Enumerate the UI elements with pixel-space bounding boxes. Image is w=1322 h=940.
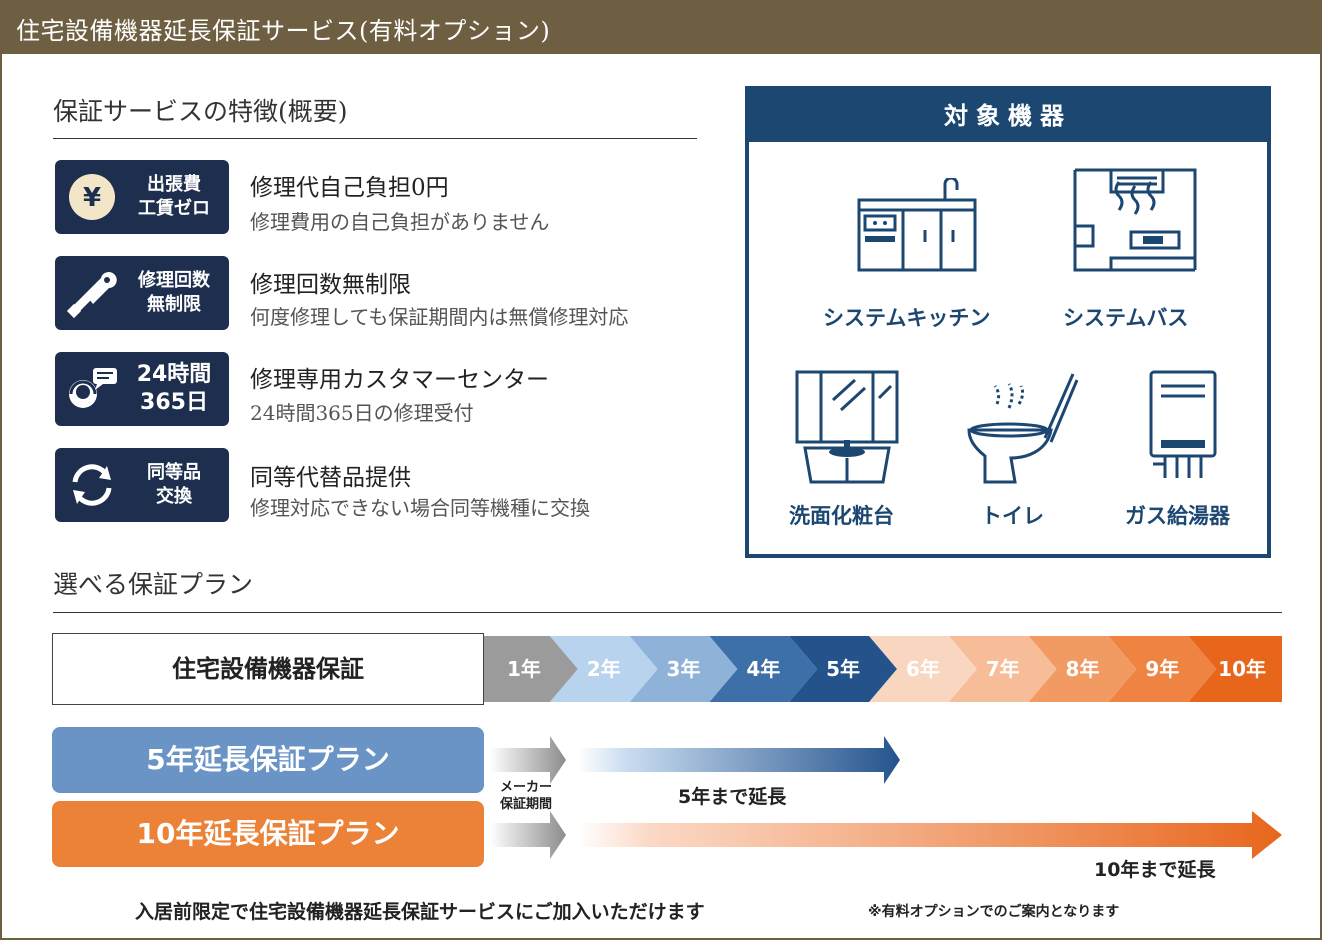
plan-10-year: 10年延長保証プラン <box>52 801 484 867</box>
features-section-title: 保証サービスの特徴(概要) <box>53 97 348 126</box>
footer-message: 入居前限定で住宅設備機器延長保証サービスにご加入いただけます <box>135 901 705 923</box>
footer-note: ※有料オプションでのご案内となります <box>868 904 1120 920</box>
year-label: 8年 <box>1065 657 1100 681</box>
feature-badge-label: 修理回数 無制限 <box>138 270 210 315</box>
year-chevron-3 <box>629 636 738 702</box>
year-chevron-6 <box>869 636 977 702</box>
year-label: 5年 <box>826 657 861 681</box>
feature-description: 24時間365日の修理受付 <box>250 401 474 425</box>
target-equipment-title: 対象機器 <box>749 90 1267 142</box>
year-label: 2年 <box>586 657 621 681</box>
wrench-hand-icon <box>66 272 117 319</box>
year-label: 4年 <box>746 657 781 681</box>
extend-10-arrow <box>578 811 1282 859</box>
year-chevron-10 <box>1188 636 1282 702</box>
year-label: 7年 <box>985 657 1020 681</box>
extend-5-arrow <box>578 736 900 784</box>
bathroom-icon <box>1073 168 1197 272</box>
svg-text:¥: ¥ <box>83 183 101 213</box>
kitchen-icon <box>857 178 977 272</box>
water-heater-icon <box>1149 370 1217 478</box>
target-equipment-panel: 対象機器 システムキッチン <box>745 86 1271 558</box>
maker-warranty-arrow-10 <box>490 811 566 859</box>
year-label: 6年 <box>905 657 940 681</box>
equipment-label: システムキッチン <box>823 306 991 330</box>
features-divider <box>53 138 697 139</box>
plans-divider <box>53 612 1282 613</box>
feature-description: 修理費用の自己負担がありません <box>250 210 550 234</box>
year-timeline-chevrons <box>484 636 1282 702</box>
maker-warranty-arrow-5 <box>490 736 566 784</box>
headset-operator-icon <box>69 368 117 408</box>
year-chevron-2 <box>549 636 658 702</box>
year-chevron-7 <box>948 636 1057 702</box>
year-label: 9年 <box>1145 657 1180 681</box>
feature-badge-exchange: 同等品 交換 <box>55 448 229 522</box>
extend-5-label: 5年まで延長 <box>678 786 787 808</box>
year-chevron-4 <box>709 636 818 702</box>
page-header: 住宅設備機器延長保証サービス(有料オプション) <box>0 0 1322 54</box>
feature-badge-cost: ¥ 出張費 工賃ゼロ <box>55 160 229 234</box>
year-label: 1年 <box>506 657 541 681</box>
equipment-label: トイレ <box>981 504 1044 528</box>
feature-description: 修理対応できない場合同等機種に交換 <box>250 496 590 520</box>
plan-5-year: 5年延長保証プラン <box>52 727 484 793</box>
feature-badge-unlimited: 修理回数 無制限 <box>55 256 229 330</box>
feature-title: 修理代自己負担0円 <box>250 175 449 201</box>
yen-coin-icon: ¥ <box>69 174 115 220</box>
year-chevron-1 <box>484 636 578 702</box>
equipment-label: 洗面化粧台 <box>789 504 894 528</box>
feature-title: 修理回数無制限 <box>250 272 411 298</box>
feature-description: 何度修理しても保証期間内は無償修理対応 <box>250 305 629 329</box>
feature-badge-support: 24時間 365日 <box>55 352 229 426</box>
year-chevron-8 <box>1028 636 1137 702</box>
exchange-arrows-icon <box>72 464 112 506</box>
extend-10-label: 10年まで延長 <box>1094 859 1216 881</box>
feature-title: 修理専用カスタマーセンター <box>250 367 549 393</box>
equipment-label: システムバス <box>1063 306 1189 330</box>
plans-section-title: 選べる保証プラン <box>53 570 254 599</box>
feature-title: 同等代替品提供 <box>250 465 411 491</box>
year-label: 10年 <box>1218 657 1266 681</box>
equipment-label: ガス給湯器 <box>1125 504 1230 528</box>
year-timeline: 1年 2年 3年 4年 5年 6年 7年 8年 9年 10年 <box>484 636 1282 702</box>
plan-arrows <box>490 736 1282 859</box>
feature-badge-label: 出張費 工賃ゼロ <box>138 174 210 219</box>
maker-warranty-period-label: メーカー 保証期間 <box>499 780 552 812</box>
feature-badge-label: 同等品 交換 <box>147 462 201 507</box>
vanity-icon <box>795 370 899 484</box>
year-chevron-5 <box>789 636 897 702</box>
year-label: 3年 <box>666 657 701 681</box>
page-title: 住宅設備機器延長保証サービス(有料オプション) <box>16 17 551 45</box>
standard-warranty-label: 住宅設備機器保証 <box>52 633 484 705</box>
feature-badge-label: 24時間 365日 <box>136 362 212 415</box>
year-chevron-9 <box>1108 636 1217 702</box>
toilet-icon <box>967 373 1079 484</box>
